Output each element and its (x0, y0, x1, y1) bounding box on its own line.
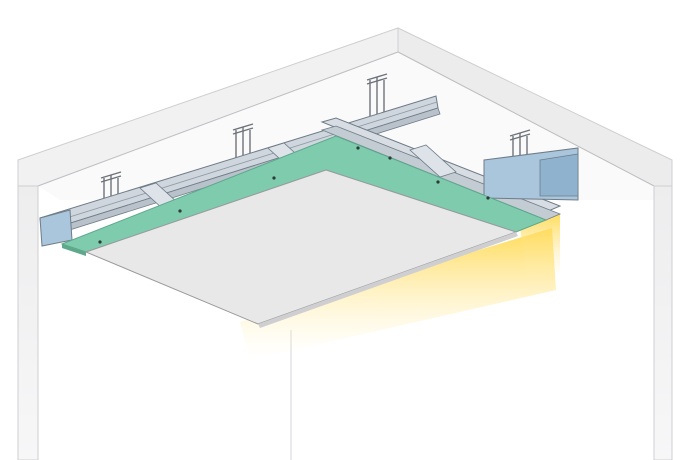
metal-stud-profile-icon (39, 209, 73, 247)
screw-icon (436, 180, 440, 184)
led-glow-icon (240, 214, 560, 360)
lower-panel-edge (258, 232, 518, 328)
screw-icon (486, 196, 490, 200)
left-wall (17, 185, 39, 460)
screw-icon (98, 240, 102, 244)
green-board-edge (62, 244, 86, 256)
glow-right-edge (520, 214, 560, 282)
drywall-boards (60, 135, 548, 328)
screw-icon (388, 156, 392, 160)
glow-front-edge (240, 228, 556, 360)
screw-icon (356, 146, 360, 150)
metal-stud-profile-icon (483, 147, 579, 201)
screw-icon (178, 209, 182, 213)
right-wall (653, 185, 673, 460)
ceiling-edge-right (397, 51, 655, 187)
ceiling-edge-left (37, 51, 399, 187)
screws (98, 146, 490, 244)
screw-icon (272, 176, 276, 180)
